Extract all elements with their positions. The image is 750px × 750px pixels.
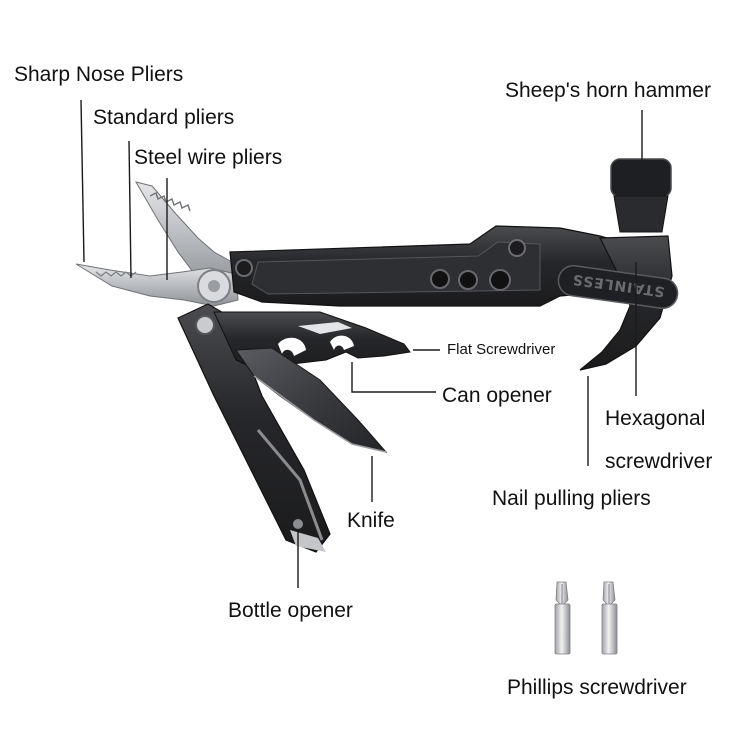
label-standard-pliers: Standard pliers	[93, 106, 235, 129]
opener-notch	[330, 335, 354, 350]
label-hexagonal-line2: screwdriver	[605, 450, 713, 473]
label-hexagonal-line1: Hexagonal	[605, 407, 706, 430]
leader-standard	[128, 140, 132, 279]
handle-rivet	[235, 259, 253, 277]
label-nail-pulling-pliers: Nail pulling pliers	[492, 487, 651, 510]
leader-can	[351, 362, 436, 393]
stamp-plate	[557, 264, 679, 310]
label-sheeps-horn-hammer: Sheep's horn hammer	[505, 79, 711, 102]
knife-handle-screw	[293, 519, 303, 529]
phillips-bit-right	[601, 581, 618, 655]
hammer-neck	[613, 195, 669, 233]
label-can-opener: Can opener	[442, 384, 552, 407]
hammer-head: STAINLESS	[557, 158, 679, 371]
leader-sharp-nose	[80, 99, 85, 263]
knife-edge	[253, 375, 387, 453]
hammer-face	[610, 158, 672, 198]
opener-hook	[278, 337, 306, 356]
hammer-handle	[229, 225, 641, 307]
knife-handle-rail	[256, 429, 324, 541]
opener-arm	[213, 311, 411, 373]
pliers-pivot-center	[208, 280, 220, 292]
handle-rivet	[508, 239, 526, 257]
upper-jaw-teeth	[149, 192, 191, 212]
opener-slot	[298, 322, 352, 334]
label-phillips-screwdriver: Phillips screwdriver	[507, 676, 687, 699]
lower-jaw-teeth	[95, 271, 137, 277]
opener-arm-body	[213, 311, 411, 373]
label-sharp-nose-pliers: Sharp Nose Pliers	[14, 63, 184, 86]
label-knife: Knife	[347, 509, 395, 532]
leader-lines	[80, 99, 643, 588]
label-flat-screwdriver: Flat Screwdriver	[447, 341, 556, 358]
label-steel-wire-pliers: Steel wire pliers	[134, 146, 283, 169]
handle-hole	[430, 269, 450, 289]
knife-handle-tip	[290, 530, 326, 552]
pliers-head	[75, 181, 239, 307]
knife-handle-screw	[195, 315, 215, 335]
handle-hole	[458, 270, 478, 290]
handle-hole	[489, 269, 511, 291]
label-bottle-opener: Bottle opener	[228, 599, 353, 622]
knife-handle	[177, 303, 331, 553]
phillips-bit-left	[554, 581, 571, 655]
